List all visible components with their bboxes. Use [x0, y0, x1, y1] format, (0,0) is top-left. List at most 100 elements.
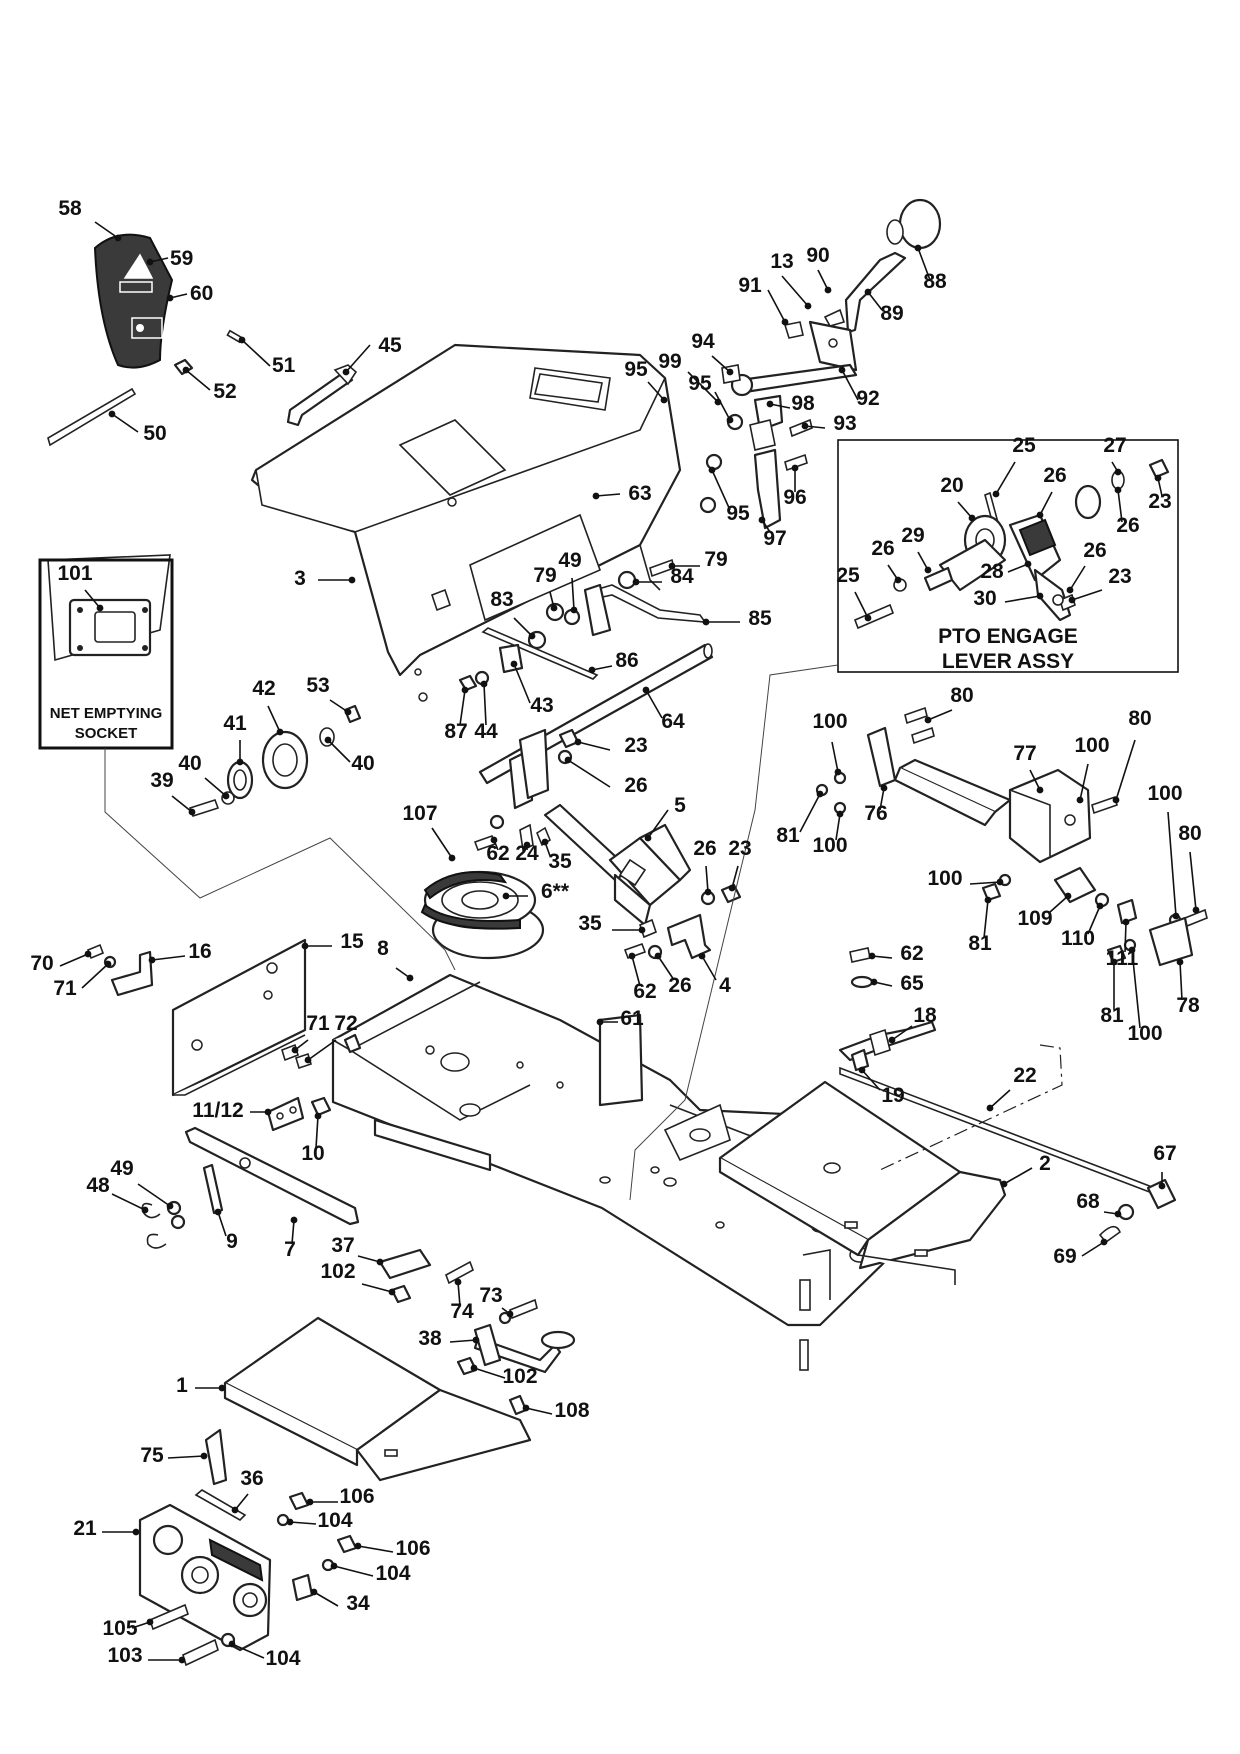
- leader-dot-c75: [200, 1452, 208, 1460]
- callout-label-c45: 45: [378, 334, 402, 357]
- leader-line-c95c: [711, 469, 731, 511]
- callout-label-c95c: 95: [726, 502, 750, 525]
- callout-label-c50: 50: [143, 422, 166, 445]
- bracket-1112-part: [266, 1096, 305, 1132]
- leader-dot-c67: [1158, 1182, 1166, 1190]
- leader-line-c9: [217, 1211, 227, 1237]
- leader-line-c43: [513, 663, 531, 704]
- leader-line-c16: [151, 955, 186, 961]
- leader-dot-c81a: [816, 790, 824, 798]
- leader-dot-c7: [290, 1216, 298, 1224]
- bracket-16-part: [110, 950, 154, 997]
- nut-81c-part: [1106, 944, 1127, 964]
- leader-dot-c100f: [1128, 946, 1136, 954]
- callout-label-c44: 44: [474, 720, 498, 743]
- callout-label-c53: 53: [306, 674, 329, 697]
- leader-line-c89: [867, 291, 883, 311]
- leader-line-c19: [861, 1069, 881, 1091]
- actuator-5-part: [543, 803, 692, 927]
- leader-dot-c106a: [306, 1498, 314, 1506]
- callout-label-c92: 92: [856, 387, 879, 410]
- pto-inset-frame: [837, 439, 1179, 673]
- callout-label-c83: 83: [490, 588, 513, 611]
- leader-dot-c90: [824, 286, 832, 294]
- leader-line-c58: [94, 221, 119, 239]
- callout-label-c100a: 100: [812, 710, 847, 733]
- callout-label-c39: 39: [150, 769, 173, 792]
- callout-label-c104c: 104: [265, 1647, 300, 1670]
- leader-dot-c103: [178, 1656, 186, 1664]
- nut-10-part: [310, 1096, 332, 1117]
- socket-connector-line: [104, 748, 456, 971]
- leader-dot-c59: [146, 258, 154, 266]
- leader-dot-c26f: [894, 576, 902, 584]
- callout-label-c79a: 79: [704, 548, 727, 571]
- leader-line-c106b: [357, 1545, 394, 1553]
- leader-line-c91: [767, 289, 786, 323]
- callout-label-c49a: 49: [558, 549, 581, 572]
- callout-label-c88: 88: [923, 270, 947, 293]
- callout-label-c71a: 71: [53, 977, 77, 1000]
- callout-label-c3: 3: [294, 567, 306, 590]
- callout-label-c26g: 26: [1083, 539, 1106, 562]
- callout-label-c62c: 62: [900, 942, 923, 965]
- link-9-part: [202, 1163, 224, 1215]
- leader-line-c95a: [647, 381, 665, 401]
- callout-label-c23b: 23: [728, 837, 751, 860]
- pedal-38-part: [473, 1323, 576, 1374]
- callout-label-c26f: 26: [871, 537, 894, 560]
- callout-label-c40a: 40: [351, 752, 374, 775]
- leader-dot-c94: [726, 368, 734, 376]
- leader-dot-c26d: [1036, 511, 1044, 519]
- leader-dot-c26c: [654, 952, 662, 960]
- callout-label-c26c: 26: [668, 974, 691, 997]
- leader-line-c51: [241, 339, 271, 367]
- bearing-assy-part: [188, 704, 362, 817]
- leader-line-c81a: [799, 793, 821, 833]
- leader-dot-c83: [528, 632, 536, 640]
- callout-label-c67: 67: [1153, 1142, 1176, 1165]
- leader-line-c18: [891, 1025, 913, 1041]
- callout-label-c109: 109: [1017, 907, 1052, 930]
- hood-3-part: [250, 343, 682, 702]
- callout-label-c40b: 40: [178, 752, 201, 775]
- bolt-62c-part: [849, 947, 871, 963]
- leader-line-c71a: [81, 963, 109, 989]
- leader-dot-c4: [698, 952, 706, 960]
- leader-line-c72: [307, 1039, 337, 1061]
- callout-label-c80b: 80: [1128, 707, 1151, 730]
- leader-line-c87: [459, 689, 466, 726]
- leader-line-c49b: [137, 1183, 171, 1207]
- leader-dot-c1: [218, 1384, 226, 1392]
- callout-label-c43: 43: [530, 694, 553, 717]
- leader-dot-c60: [166, 294, 174, 302]
- callout-label-c23c: 23: [1148, 490, 1171, 513]
- callout-label-c70: 70: [30, 952, 53, 975]
- leader-line-c10: [315, 1115, 319, 1149]
- leader-line-c90: [817, 269, 829, 291]
- leader-line-c45: [345, 344, 371, 373]
- leader-line-c95b: [714, 391, 731, 421]
- leader-dot-c100c: [1076, 796, 1084, 804]
- leader-dot-c21: [132, 1528, 140, 1536]
- leader-dot-c29: [924, 566, 932, 574]
- callout-label-c106b: 106: [395, 1537, 430, 1560]
- leader-dot-c64: [642, 686, 650, 694]
- hole-1112b: [289, 1106, 297, 1114]
- bracket-4-part: [666, 913, 712, 960]
- callout-label-c6: 6**: [541, 880, 570, 903]
- leader-line-c80a: [927, 709, 953, 721]
- washer-104a-part: [276, 1513, 290, 1527]
- leader-line-c38: [449, 1339, 477, 1343]
- leader-dot-c36: [231, 1506, 239, 1514]
- leader-dot-c25a: [992, 490, 1000, 498]
- leader-dot-c105: [146, 1618, 154, 1626]
- bushing-19-part: [850, 1048, 870, 1072]
- callout-label-c16: 16: [188, 940, 211, 963]
- pin-7-part: [239, 1157, 251, 1169]
- callout-label-c25a: 25: [1012, 434, 1036, 457]
- callout-label-c65: 65: [900, 972, 924, 995]
- leader-dot-c23a: [574, 738, 582, 746]
- callout-label-c75: 75: [140, 1444, 164, 1467]
